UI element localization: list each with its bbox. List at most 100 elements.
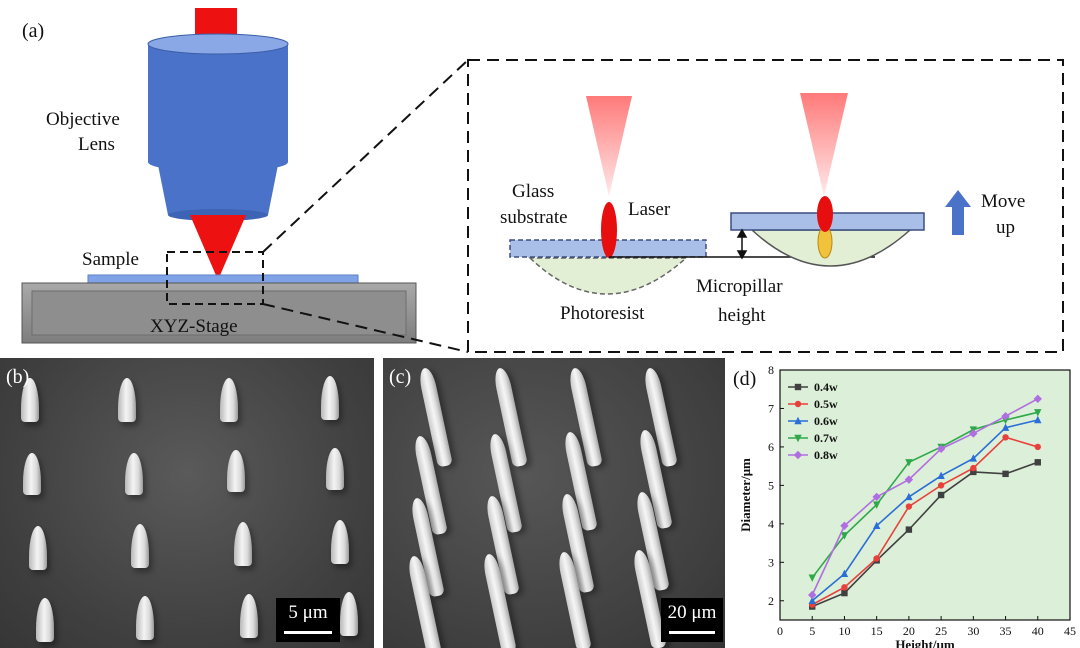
data-point-0.8w	[840, 521, 849, 530]
x-tick-label: 35	[1000, 624, 1012, 638]
y-tick-label: 7	[768, 401, 774, 415]
data-point-0.5w	[1002, 434, 1009, 441]
schematic-overview	[21, 8, 1064, 353]
micropillar	[326, 448, 344, 490]
micropillar	[220, 378, 238, 422]
panel-label-b: (b)	[6, 366, 30, 388]
legend-marker-0.4w	[794, 383, 802, 391]
plot-area	[779, 369, 1071, 621]
x-axis-label: Height/μm	[895, 637, 955, 648]
micropillar-label-line2: height	[718, 305, 766, 326]
panel-label-a: (a)	[22, 20, 45, 42]
data-point-0.5w	[841, 584, 848, 591]
x-tick-label: 30	[967, 624, 979, 638]
x-tick-label: 0	[777, 624, 783, 638]
micropillar	[29, 526, 47, 570]
y-tick-label: 2	[768, 594, 774, 608]
laser-cone-right	[800, 93, 848, 196]
zoom-detail-frame	[467, 59, 1064, 353]
panel-label-d: (d)	[733, 368, 757, 390]
data-point-0.5w	[970, 464, 977, 472]
micropillar	[118, 378, 136, 422]
series-line-0.8w	[811, 398, 1039, 596]
series-line-0.7w	[811, 411, 1038, 579]
micropillar	[340, 592, 358, 636]
micropillar	[240, 594, 258, 638]
xyz-stage	[21, 282, 417, 344]
photoresist-label: Photoresist	[560, 303, 645, 324]
sem-image-b: (b) 5 μm	[0, 358, 374, 648]
micropillar	[21, 378, 39, 422]
data-point-0.7w	[1034, 409, 1042, 417]
x-tick-label: 15	[871, 624, 883, 638]
series-line-0.6w	[811, 419, 1038, 602]
x-tick-label: 5	[809, 624, 815, 638]
data-point-0.6w	[969, 454, 978, 462]
sem-image-c: (c) 20 μm	[383, 358, 725, 648]
micropillar	[234, 522, 252, 566]
data-point-0.5w	[905, 503, 913, 510]
move-up-arrow	[945, 190, 971, 235]
legend-label-0.8w: 0.8w	[814, 448, 838, 462]
data-point-0.4w	[970, 468, 977, 476]
data-point-0.4w	[841, 589, 848, 597]
micropillar	[227, 450, 245, 492]
data-point-0.7w	[808, 574, 816, 582]
photoresist-drop-left	[528, 257, 688, 295]
data-point-0.6w	[808, 596, 816, 604]
micropillar	[23, 453, 41, 495]
y-tick-label: 6	[768, 440, 774, 454]
series-line-0.4w	[811, 461, 1039, 608]
data-point-0.5w	[937, 482, 945, 489]
x-tick-label: 40	[1032, 624, 1044, 638]
objective-lens	[147, 33, 289, 221]
data-point-0.6w	[905, 492, 913, 501]
data-point-0.6w	[1001, 423, 1010, 431]
data-point-0.4w	[905, 526, 913, 533]
legend-marker-0.7w	[794, 434, 802, 443]
micropillar	[125, 453, 143, 495]
data-point-0.7w	[905, 459, 913, 467]
height-arrow	[736, 228, 748, 260]
scale-bar-c-label: 20 μm	[667, 602, 717, 623]
laser-cone-left	[586, 96, 632, 196]
x-tick-label: 20	[903, 624, 915, 638]
y-tick-label: 4	[768, 517, 774, 531]
panel-label-c: (c)	[389, 366, 412, 388]
legend-label-0.7w: 0.7w	[814, 431, 838, 445]
data-point-0.7w	[840, 532, 849, 540]
x-tick-label: 25	[935, 624, 947, 638]
data-point-0.8w	[1001, 411, 1010, 421]
data-point-0.4w	[1034, 459, 1041, 466]
legend-marker-0.5w	[794, 400, 802, 408]
scale-bar-c-line	[669, 631, 715, 634]
moveup-label-line1: Move	[981, 191, 1026, 212]
data-point-0.8w	[808, 590, 817, 600]
legend-label-0.5w: 0.5w	[814, 397, 838, 411]
micropillar	[331, 520, 349, 564]
micropillar	[136, 596, 154, 640]
legend-label-0.6w: 0.6w	[814, 414, 838, 428]
focal-spot-right	[817, 196, 833, 232]
y-tick-label: 8	[768, 363, 774, 377]
stage-label: XYZ-Stage	[150, 316, 238, 337]
objective-label-line2: Lens	[78, 134, 115, 155]
legend-label-0.4w: 0.4w	[814, 380, 838, 394]
micropillar	[321, 376, 339, 420]
sample-plate	[87, 274, 359, 284]
scale-bar-c: 20 μm	[661, 598, 723, 642]
glass-label-line2: substrate	[500, 207, 568, 228]
focused-beam	[190, 215, 246, 280]
data-point-0.6w	[1034, 415, 1042, 424]
scale-bar-b-label: 5 μm	[288, 602, 328, 623]
x-tick-label: 10	[838, 624, 850, 638]
data-point-0.7w	[872, 501, 881, 509]
x-tick-label: 45	[1064, 624, 1076, 638]
sample-label: Sample	[82, 249, 139, 270]
y-axis-label: Diameter/μm	[738, 458, 753, 532]
data-point-0.6w	[937, 471, 945, 479]
focal-spot-left	[601, 202, 617, 258]
glass-label-line1: Glass	[512, 181, 555, 202]
data-point-0.8w	[904, 475, 914, 484]
series-line-0.5w	[811, 436, 1039, 606]
